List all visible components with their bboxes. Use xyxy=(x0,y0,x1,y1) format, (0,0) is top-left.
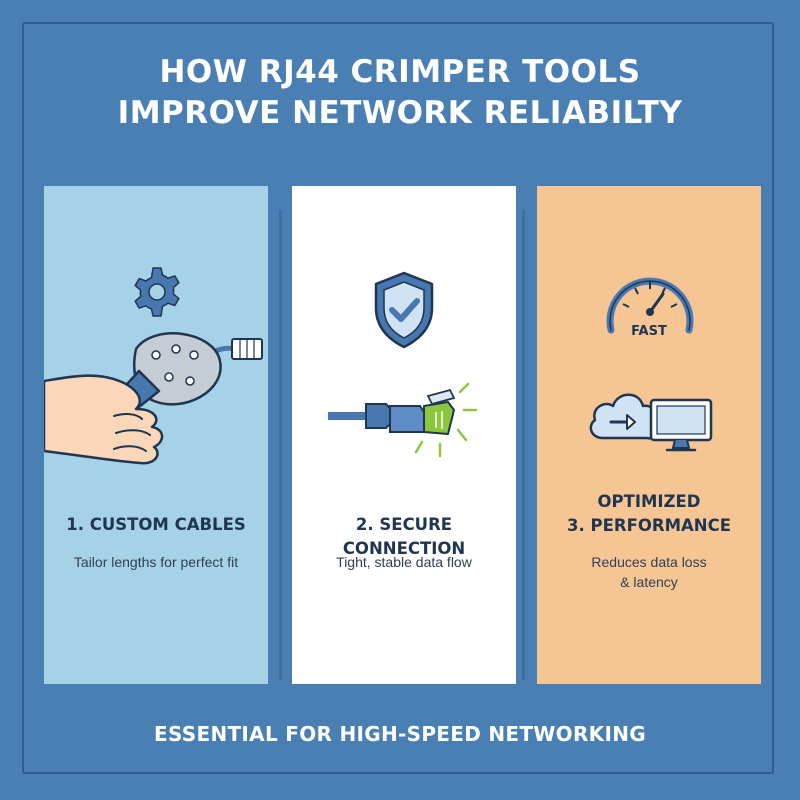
shield-check-icon xyxy=(374,271,434,349)
title-line-2: IMPROVE NETWORK RELIABILTY xyxy=(117,95,683,131)
speedometer-icon xyxy=(606,277,694,334)
title-line-1: HOW RJ44 CRIMPER TOOLS xyxy=(159,54,641,90)
hand-crimper-icon xyxy=(44,332,263,465)
footer-tagline: ESSENTIAL FOR HIGH-SPEED NETWORKING xyxy=(154,722,646,746)
page-title: HOW RJ44 CRIMPER TOOLS IMPROVE NETWORK R… xyxy=(0,52,800,134)
card-divider xyxy=(279,210,282,680)
card-title-text: 1. CUSTOM CABLES xyxy=(66,515,246,534)
card-description-text: Tailor lengths for perfect fit xyxy=(73,554,239,570)
card-description: Tight, stable data flow xyxy=(292,552,516,572)
gear-icon xyxy=(134,267,180,317)
card-description: Reduces data loss & latency xyxy=(537,552,761,592)
card-title: 1. CUSTOM CABLES xyxy=(44,513,268,537)
card-title: 2. SECURE CONNECTION xyxy=(292,513,516,561)
rj45-plug-icon xyxy=(328,382,478,458)
card-divider xyxy=(522,210,525,680)
gauge-label: FAST xyxy=(631,324,667,339)
page-frame xyxy=(22,22,774,774)
card-title-line-2: 3. PERFORMANCE xyxy=(567,516,731,535)
card-description-text: Tight, stable data flow xyxy=(336,554,472,570)
card-title-line-1: OPTIMIZED xyxy=(597,492,701,511)
monitor-icon xyxy=(649,398,713,452)
card-description: Tailor lengths for perfect fit xyxy=(44,552,268,572)
card-title-text: 2. SECURE CONNECTION xyxy=(342,515,466,558)
card-custom-cables: 1. CUSTOM CABLES Tailor lengths for perf… xyxy=(44,186,268,684)
card-secure-connection: 2. SECURE CONNECTION Tight, stable data … xyxy=(292,186,516,684)
card-description-line-2: & latency xyxy=(620,574,678,590)
card-title: OPTIMIZED 3. PERFORMANCE xyxy=(537,490,761,538)
card-description-line-1: Reduces data loss xyxy=(591,554,707,570)
card-optimized-performance: FAST OPTIMIZED 3. PERFORMANCE Reduces da… xyxy=(537,186,761,684)
